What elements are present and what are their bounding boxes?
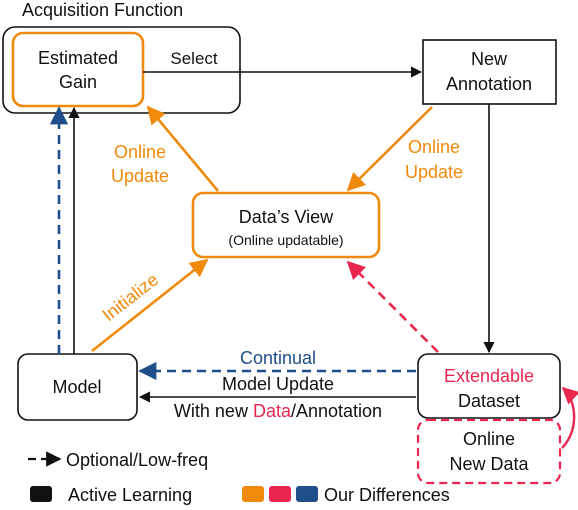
acquisition-function-title: Acquisition Function	[22, 0, 183, 20]
dataset-extendable: Extendable	[444, 366, 534, 386]
new-annotation-line1: New	[471, 49, 508, 69]
edge-label-continual: Continual	[240, 348, 316, 368]
online-update-left-line2: Update	[111, 166, 169, 186]
with-new-data: Data	[253, 401, 292, 421]
estimated-gain-node	[11, 31, 145, 108]
estimated-gain-line2: Gain	[59, 72, 97, 92]
legend-dashed-label: Optional/Low-freq	[66, 450, 208, 470]
edge-initialize	[91, 258, 209, 353]
edge-label-model-update: Model Update	[222, 374, 334, 394]
edge-label-with-new: With new Data/Annotation	[174, 401, 382, 421]
online-new-data-line1: Online	[463, 429, 515, 449]
online-new-data-line2: New Data	[449, 454, 529, 474]
legend-swatch-red	[269, 486, 291, 502]
edge-dataset-to-view	[346, 260, 439, 353]
legend-our-differences: Our Differences	[324, 485, 450, 505]
dataset-label: Dataset	[458, 391, 520, 411]
new-annotation-line2: Annotation	[446, 74, 532, 94]
edge-online-update-left	[146, 105, 219, 192]
estimated-gain-line1: Estimated	[38, 48, 118, 68]
online-update-right-line1: Online	[408, 137, 460, 157]
edge-online-update-right	[346, 106, 433, 192]
legend-active-learning: Active Learning	[68, 485, 192, 505]
online-update-right-line2: Update	[405, 162, 463, 182]
legend-swatch-orange	[242, 486, 264, 502]
with-new-prefix: With new	[174, 401, 253, 421]
datas-view-title: Data’s View	[239, 207, 334, 227]
edge-label-initialize: Initialize	[99, 269, 163, 325]
datas-view-node	[191, 191, 381, 259]
with-new-suffix: /Annotation	[291, 401, 382, 421]
datas-view-subtitle: (Online updatable)	[228, 232, 343, 248]
edge-new-data-to-dataset	[561, 386, 578, 449]
acquisition-function-box	[2, 26, 241, 114]
model-node	[17, 353, 138, 421]
dataset-node	[417, 353, 561, 419]
online-new-data-node	[416, 418, 562, 485]
legend-swatch-blue	[296, 486, 318, 502]
legend-swatch-black	[30, 486, 52, 502]
edge-label-select: Select	[170, 49, 218, 68]
online-update-left-line1: Online	[114, 142, 166, 162]
model-label: Model	[52, 377, 101, 397]
